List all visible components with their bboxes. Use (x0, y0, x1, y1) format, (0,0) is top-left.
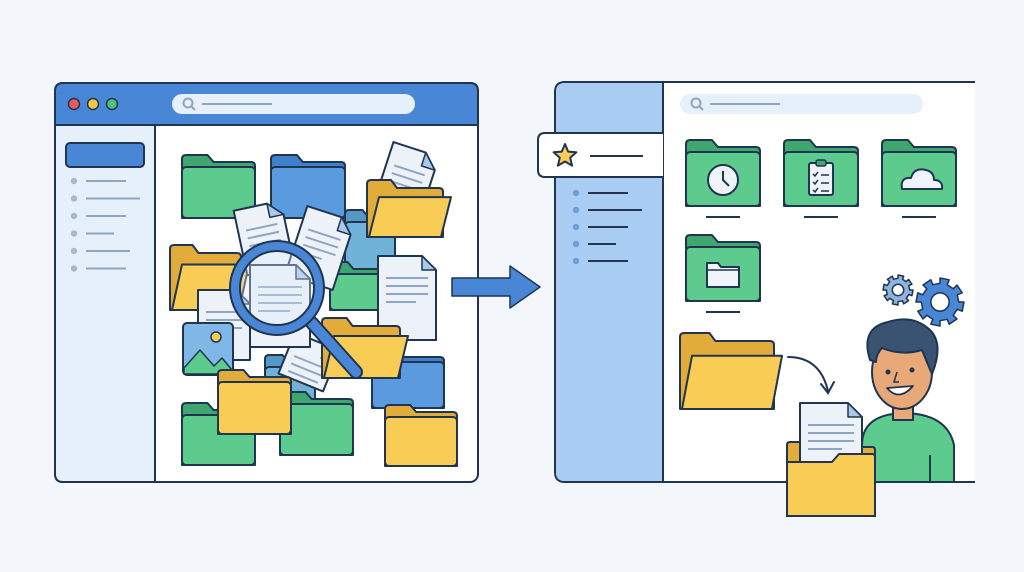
folder-icon (329, 261, 381, 311)
bullet-dot (70, 177, 78, 185)
search-input[interactable] (680, 94, 923, 114)
star-icon (552, 143, 578, 167)
folder-item[interactable] (685, 139, 761, 207)
document-in-folder-icon (786, 402, 876, 517)
sidebar-item[interactable] (572, 206, 642, 214)
maximize-button[interactable] (105, 97, 119, 111)
curved-arrow-icon (787, 356, 835, 395)
folder-icon (217, 369, 292, 435)
person-avatar (861, 318, 955, 483)
folder-icon (706, 262, 740, 288)
bullet-dot (572, 189, 580, 197)
bullet-dot (70, 265, 78, 272)
search-bar[interactable] (680, 94, 923, 114)
sidebar-item[interactable] (70, 265, 126, 272)
sidebar-item[interactable] (572, 240, 616, 248)
image-file-icon (182, 322, 234, 376)
sidebar-item[interactable] (70, 230, 114, 237)
close-button[interactable] (67, 97, 81, 111)
bullet-dot (572, 240, 580, 248)
open-folder-icon (679, 332, 783, 410)
sidebar-item[interactable] (70, 247, 130, 255)
sidebar-item[interactable] (70, 212, 126, 220)
bullet-dot (70, 212, 78, 220)
folder-icon (181, 154, 256, 219)
sidebar (54, 124, 156, 483)
bullet-dot (70, 195, 78, 202)
sidebar (556, 83, 663, 481)
cloud-icon (900, 168, 944, 190)
transition-arrow (451, 265, 541, 309)
minimize-button[interactable] (86, 97, 100, 111)
sidebar-item[interactable] (70, 195, 140, 202)
arrow-right-icon (451, 265, 541, 309)
sidebar-item-favorites[interactable] (537, 132, 663, 178)
cluttered-window (54, 82, 479, 483)
organized-window (537, 81, 975, 517)
sidebar-primary-button[interactable] (65, 142, 145, 168)
bullet-dot (572, 223, 580, 231)
sidebar-item[interactable] (572, 257, 628, 265)
folder-item[interactable] (685, 234, 761, 302)
bullet-dot (70, 247, 78, 255)
search-icon (690, 97, 704, 111)
folder-icon (384, 404, 458, 467)
clock-icon (707, 164, 739, 196)
folder-item[interactable] (881, 139, 957, 207)
sidebar-item[interactable] (70, 177, 126, 185)
folder-item[interactable] (783, 139, 859, 207)
clipboard-checklist-icon (808, 159, 834, 196)
gear-icon (915, 277, 965, 327)
sidebar-item[interactable] (572, 189, 628, 197)
search-input[interactable] (172, 94, 415, 114)
magnifier-icon (229, 240, 363, 379)
document-icon (377, 255, 437, 341)
bullet-dot (70, 230, 78, 237)
sidebar-item[interactable] (572, 223, 628, 231)
search-bar[interactable] (172, 94, 415, 114)
search-icon (182, 97, 196, 111)
bullet-dot (572, 206, 580, 214)
folder-icon (279, 391, 354, 456)
bullet-dot (572, 257, 580, 265)
gear-icon (882, 274, 914, 306)
document-icon (284, 205, 352, 291)
open-folder-icon (366, 179, 452, 238)
